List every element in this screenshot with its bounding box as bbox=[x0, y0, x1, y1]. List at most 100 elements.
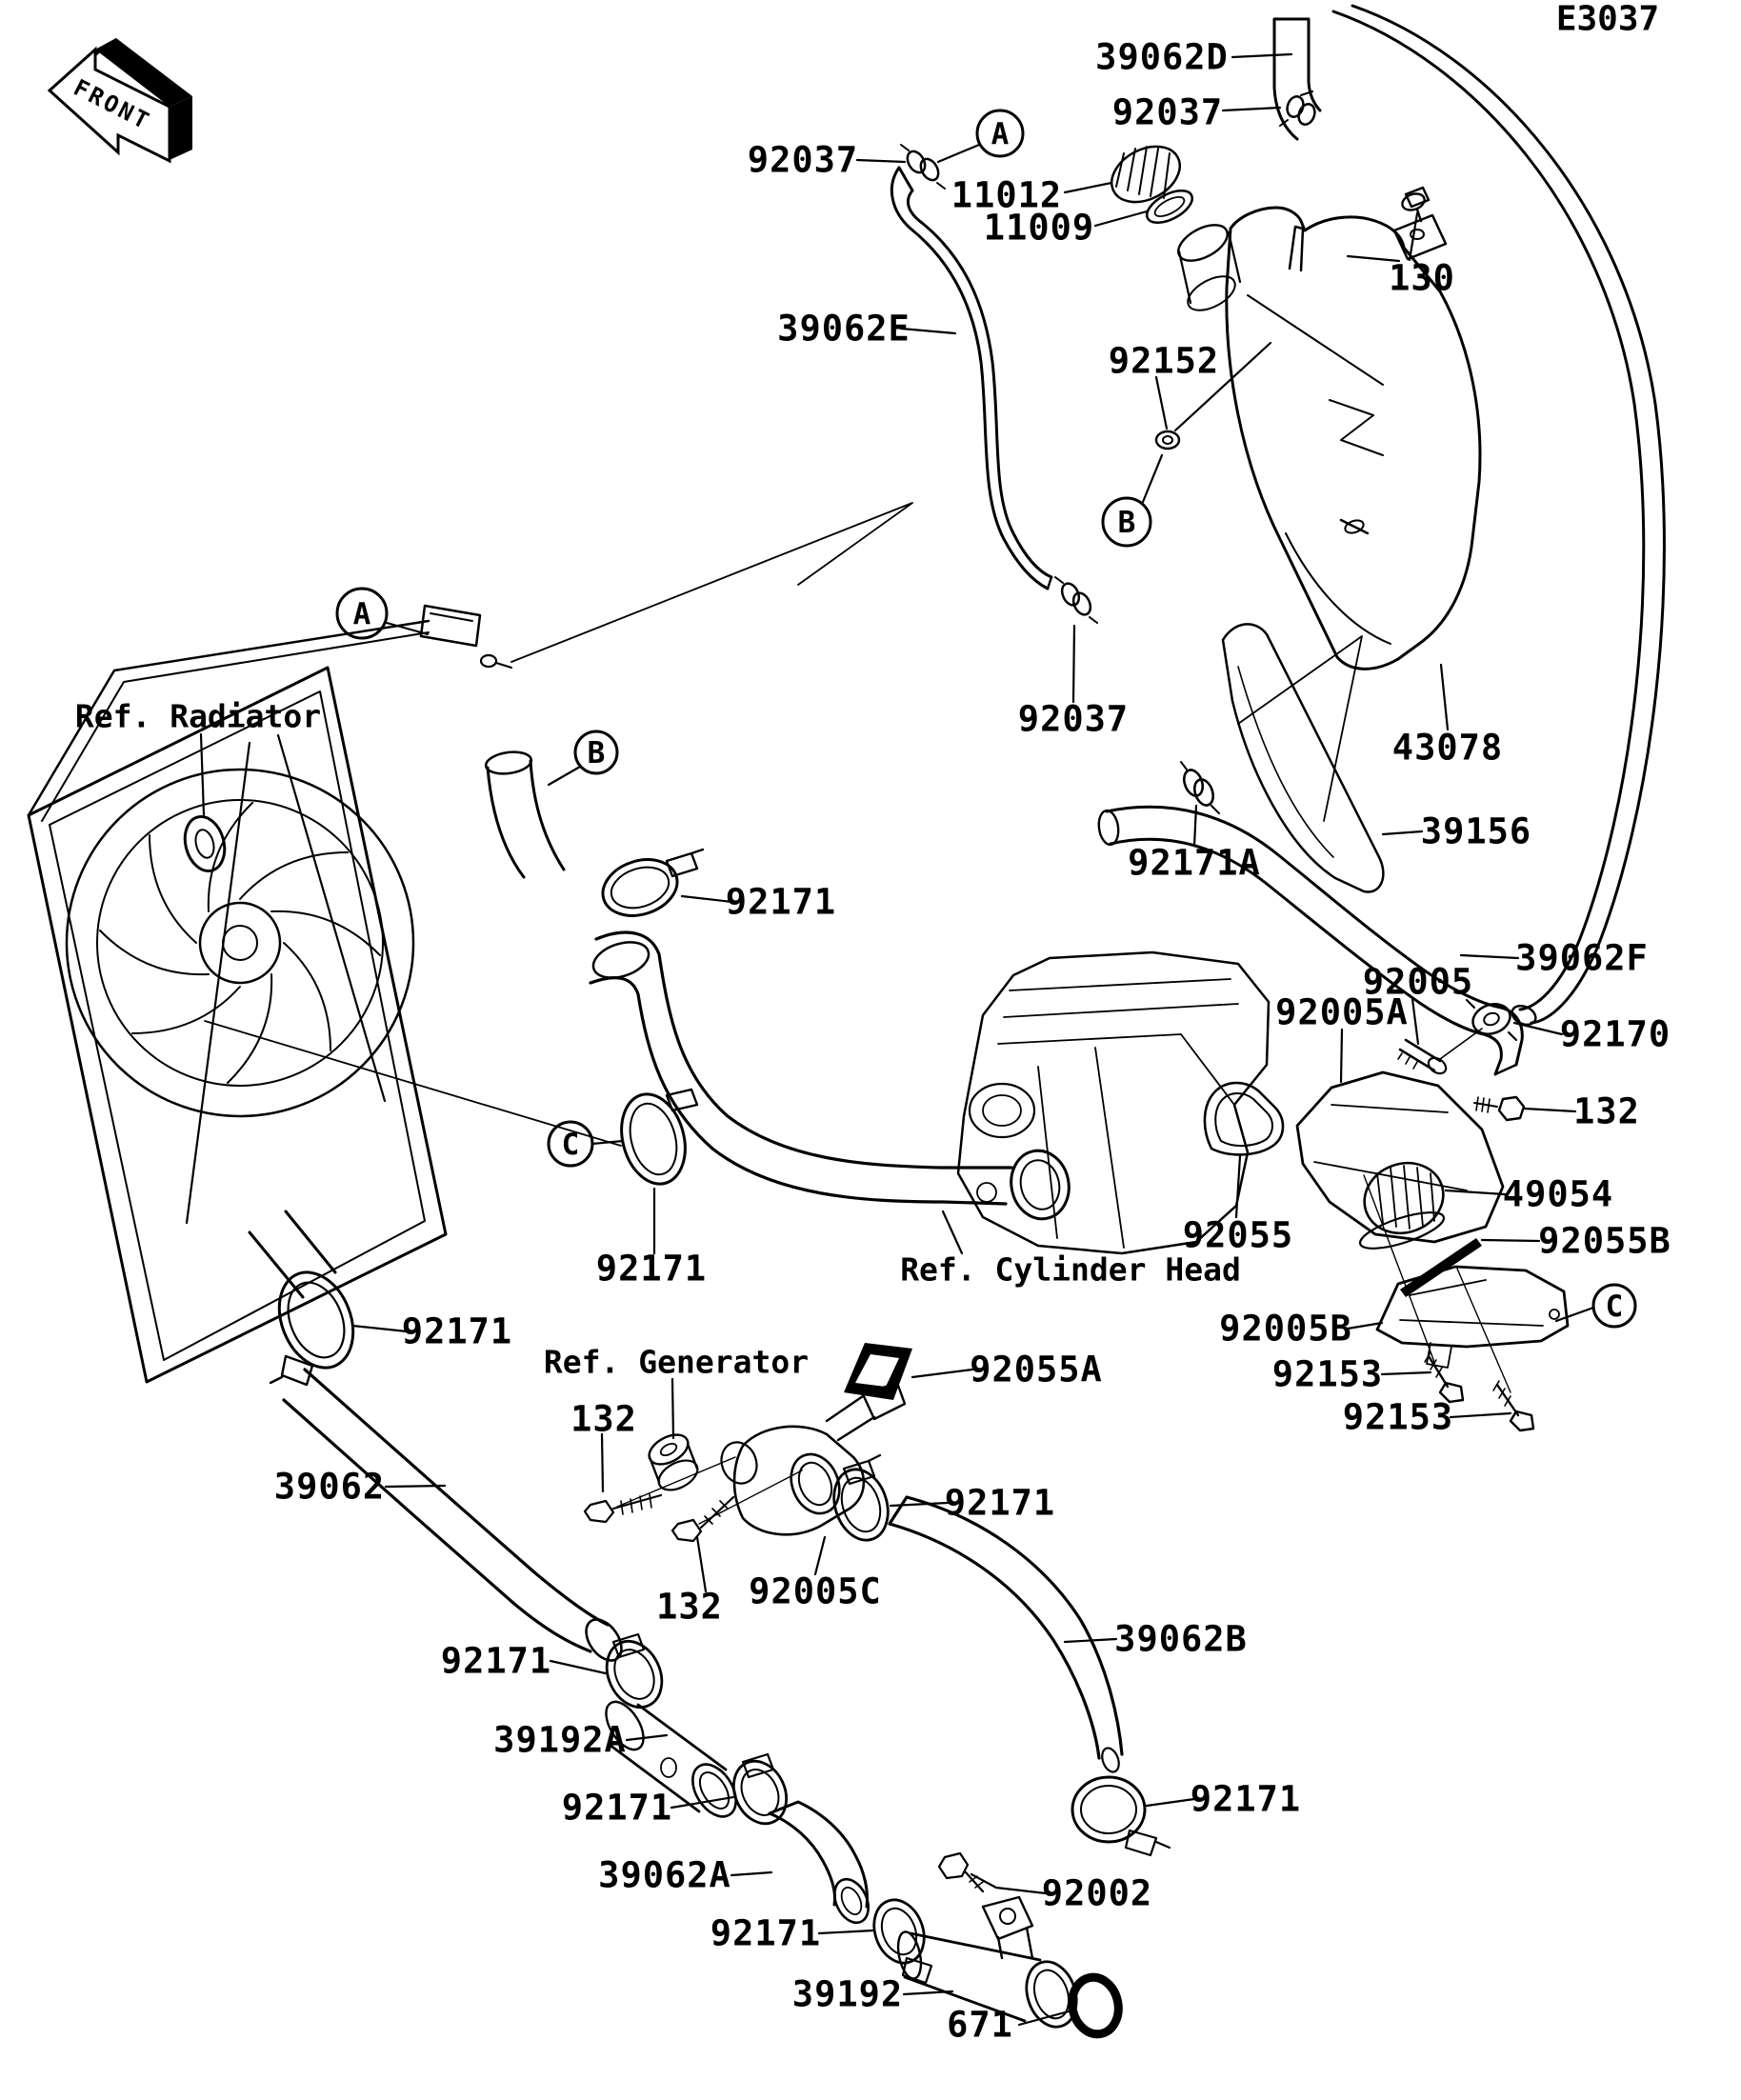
part-label-92005c: 92005C bbox=[749, 1571, 882, 1612]
leader-line bbox=[1346, 1321, 1384, 1330]
clamp-92171-39062a-inner bbox=[880, 1907, 918, 1956]
pipe-39192a-mouth bbox=[691, 1763, 737, 1818]
hose-39062b-end bbox=[1101, 1747, 1120, 1773]
leader-line bbox=[1173, 341, 1272, 432]
hose-39062 bbox=[282, 1368, 610, 1653]
cylinder-head bbox=[956, 950, 1271, 1255]
radiator-eyelet-hole bbox=[194, 829, 215, 859]
fan-shroud-ring bbox=[65, 768, 415, 1118]
pipe-39192a-bore bbox=[698, 1771, 730, 1810]
bolt-92153-upper bbox=[1427, 1354, 1465, 1404]
leader-line bbox=[970, 1872, 1048, 1895]
part-label-92055: 92055 bbox=[1183, 1215, 1293, 1256]
part-label-39062b: 39062B bbox=[1114, 1619, 1248, 1660]
bolt-132-thermo-shaft bbox=[1473, 1102, 1498, 1108]
leader-line bbox=[549, 1659, 608, 1675]
fan-blade bbox=[99, 930, 210, 976]
part-label-132-generator: 132 bbox=[570, 1399, 637, 1440]
leader-line bbox=[817, 1929, 875, 1935]
leader-line bbox=[600, 1432, 605, 1493]
clamp-92171-39062-bottom-inner bbox=[613, 1649, 655, 1700]
bolt-132-pipe bbox=[670, 1495, 735, 1543]
clamp-92171-c-bottom-inner bbox=[629, 1102, 678, 1176]
radiator-eyelet bbox=[183, 815, 227, 872]
leader-line bbox=[1145, 1797, 1196, 1808]
part-label-39062e: 39062E bbox=[777, 309, 911, 350]
leader-line bbox=[384, 1484, 447, 1489]
part-label-39062d: 39062D bbox=[1095, 37, 1229, 78]
leader-line bbox=[1444, 1189, 1507, 1196]
filler-elbow bbox=[486, 759, 566, 879]
water-pipe-assembly bbox=[583, 1343, 912, 1543]
bolt-132-pipe-threads bbox=[704, 1500, 729, 1525]
reference-lines bbox=[204, 502, 1363, 1147]
hose-39062c bbox=[589, 930, 1013, 1206]
cylinder-head-outline bbox=[956, 950, 1271, 1255]
leader-line bbox=[1439, 663, 1450, 731]
hose-39062f bbox=[1105, 805, 1524, 1076]
hose-39062c-end-bore bbox=[1019, 1159, 1061, 1210]
clamp-92171-c-bottom-screw bbox=[665, 1088, 699, 1112]
pipe-39192a-hole bbox=[660, 1757, 677, 1778]
hose-39062a-bore bbox=[840, 1886, 863, 1916]
pipe-39192-body bbox=[903, 1931, 1042, 2023]
leader-line bbox=[1408, 211, 1419, 262]
ref-label-generator: Ref. Generator bbox=[544, 1344, 809, 1381]
clamp-92171-39062a bbox=[872, 1898, 926, 1965]
outlet-cover-details bbox=[1399, 1279, 1544, 1369]
thermostat-housing bbox=[1295, 1070, 1505, 1244]
callout-letter: B bbox=[588, 736, 606, 770]
wire-clamp-92037-top bbox=[906, 150, 927, 174]
fan-blade bbox=[131, 986, 241, 1034]
clamp-92171-39062b-top bbox=[832, 1468, 890, 1542]
hose-39062e-end bbox=[1046, 575, 1053, 590]
radiator-panel-outline bbox=[27, 666, 448, 1384]
leader-line bbox=[899, 327, 957, 335]
hose-39062c-top-mouth bbox=[591, 941, 650, 979]
wire-clamp-92037-bottom2 bbox=[1071, 591, 1092, 616]
ref-label-radiator: Ref. Radiator bbox=[75, 698, 321, 735]
radiator-panel-inner bbox=[49, 690, 426, 1361]
hose-39062d-long-run bbox=[1331, 4, 1666, 1025]
part-label-39062a: 39062A bbox=[598, 1855, 731, 1896]
pipe-92005c-bore bbox=[797, 1461, 833, 1507]
clamp-92171-39192a-inner bbox=[740, 1769, 780, 1816]
part-labels: 39062D 92037 11012 11009 130 39062E 9203… bbox=[274, 37, 1671, 2046]
part-label-92005: 92005 bbox=[1363, 962, 1473, 1003]
tank-spout bbox=[1339, 518, 1370, 535]
wire-clamp-92037-top2 bbox=[919, 157, 940, 182]
generator-fitting-bottom bbox=[657, 1459, 699, 1491]
washer-92152 bbox=[1154, 430, 1181, 450]
fan-stay bbox=[185, 733, 387, 1225]
clamp-92171-39062b-top-screw bbox=[842, 1453, 882, 1486]
part-label-49054: 49054 bbox=[1503, 1174, 1613, 1215]
fan-blades bbox=[99, 802, 381, 1084]
radiator-top-bracket-edge bbox=[41, 631, 430, 822]
wire-clamp-92037-top-tails bbox=[900, 144, 946, 190]
gasket-11009 bbox=[1145, 189, 1194, 225]
fan-hub-inner bbox=[222, 925, 258, 961]
hose-39062c-end-mouth bbox=[1010, 1149, 1071, 1221]
tank-crease-lines bbox=[1247, 294, 1391, 645]
fitting-92170-ears bbox=[1465, 998, 1518, 1042]
part-label-132-pipe: 132 bbox=[656, 1587, 723, 1628]
clamp-92171-39192a-screw bbox=[741, 1752, 775, 1779]
leader-line bbox=[1459, 953, 1520, 960]
leader-line bbox=[889, 1501, 950, 1508]
pad-39156 bbox=[1221, 623, 1385, 893]
zigzag-radiator-tank bbox=[510, 502, 913, 663]
clamp-92171-radiator-inner bbox=[287, 1281, 346, 1359]
gasket-92055 bbox=[1203, 1081, 1285, 1156]
housing-lines bbox=[1313, 1104, 1468, 1191]
leader-line bbox=[1093, 210, 1149, 228]
fan-ring bbox=[96, 799, 384, 1087]
radiator-outlet-stub bbox=[248, 1210, 337, 1299]
thermostat-assembly bbox=[1203, 998, 1570, 1432]
part-label-132-thermo: 132 bbox=[1573, 1091, 1640, 1132]
part-label-39062: 39062 bbox=[274, 1467, 385, 1508]
pipe-39192a-body bbox=[608, 1703, 728, 1813]
fan-hub bbox=[198, 901, 282, 985]
leader-line bbox=[625, 1733, 669, 1742]
callout-circle-a-radiator bbox=[335, 587, 389, 640]
fitting-92170-bore bbox=[1483, 1011, 1500, 1027]
